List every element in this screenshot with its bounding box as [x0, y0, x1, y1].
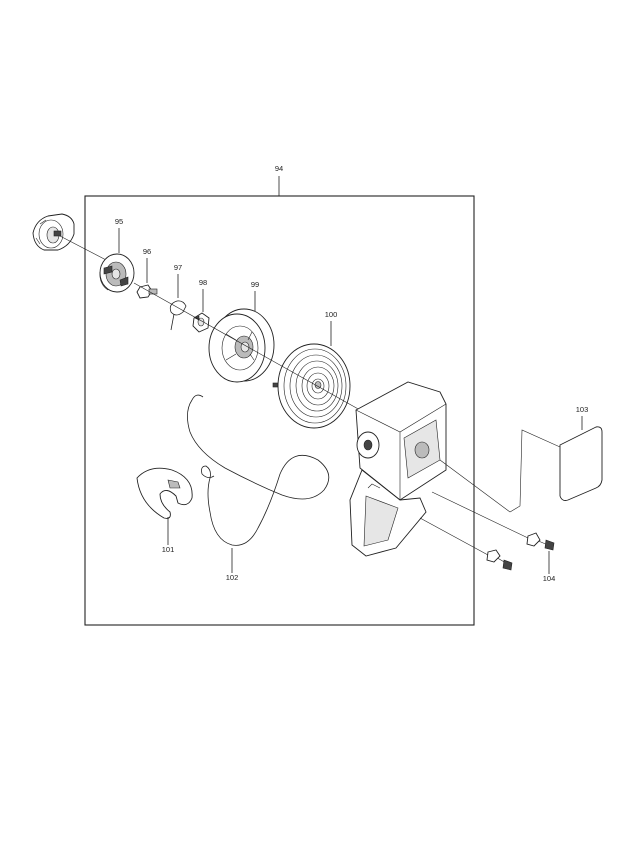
callout-98[interactable]: 98 — [199, 278, 207, 287]
grip-101[interactable] — [136, 467, 193, 519]
starter-housing — [349, 381, 447, 557]
spring-100[interactable] — [277, 343, 351, 429]
bolt-96[interactable] — [136, 284, 158, 299]
callout-103[interactable]: 103 — [576, 405, 589, 414]
callout-96[interactable]: 96 — [143, 247, 151, 256]
callout-99[interactable]: 99 — [251, 280, 259, 289]
crankshaft-housing — [32, 213, 75, 251]
callout-97[interactable]: 97 — [174, 263, 182, 272]
ratchet-98[interactable] — [192, 312, 210, 333]
clip-97[interactable] — [169, 300, 187, 331]
label-103[interactable] — [559, 426, 603, 501]
callout-102[interactable]: 102 — [226, 573, 239, 582]
callout-95[interactable]: 95 — [115, 217, 123, 226]
assembly-frame — [84, 195, 475, 626]
callout-100[interactable]: 100 — [325, 310, 338, 319]
callout-104[interactable]: 104 — [543, 574, 556, 583]
reel-99[interactable] — [208, 308, 281, 388]
rope-102[interactable] — [187, 394, 330, 546]
callout-94[interactable]: 94 — [275, 164, 283, 173]
callout-101[interactable]: 101 — [162, 545, 175, 554]
screw-104-b — [486, 549, 513, 571]
pulley-95[interactable] — [99, 253, 135, 293]
screw-104-a[interactable] — [526, 532, 555, 551]
